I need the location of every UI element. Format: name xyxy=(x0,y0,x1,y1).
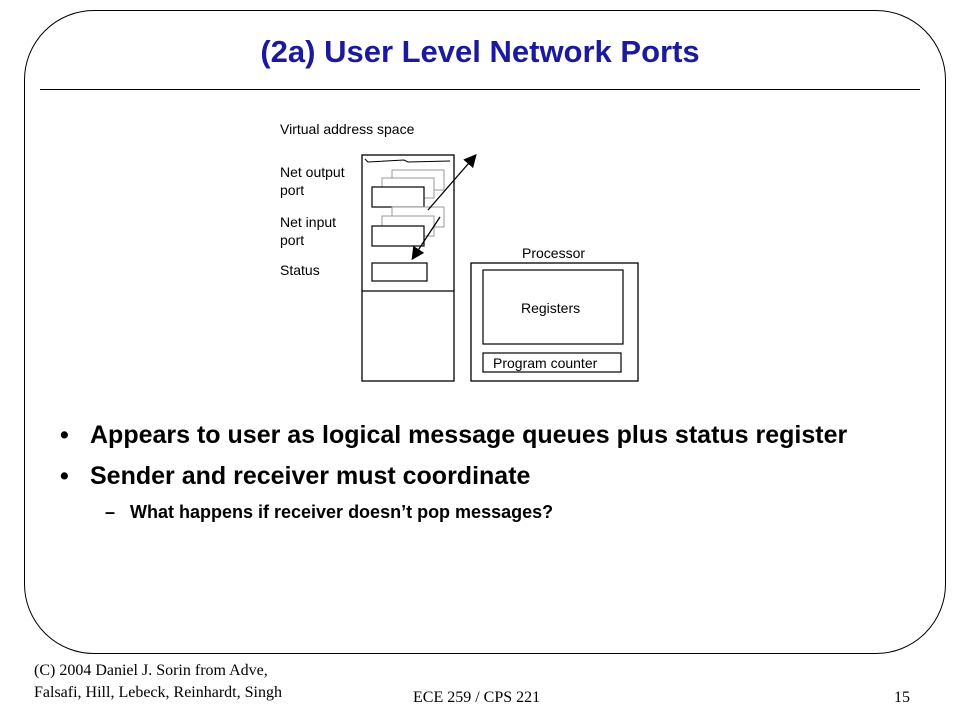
net-output-port-label-line2: port xyxy=(280,182,304,198)
program-counter-box xyxy=(482,352,622,373)
processor-box xyxy=(470,262,639,382)
slide-frame xyxy=(24,10,946,654)
bullet-marker: • xyxy=(60,421,69,449)
slide-title: (2a) User Level Network Ports xyxy=(260,34,700,69)
bullet-text: Appears to user as logical message queue… xyxy=(90,421,848,449)
bullet-item: • Appears to user as logical message que… xyxy=(60,420,920,451)
footer-course: ECE 259 / CPS 221 xyxy=(413,689,541,706)
net-input-port-label-line1: Net input xyxy=(280,214,336,230)
output-queue-front-slot xyxy=(371,186,425,208)
bullet-marker: • xyxy=(60,462,69,490)
bullet-item: • Sender and receiver must coordinate xyxy=(60,461,920,492)
footer-copyright: (C) 2004 Daniel J. Sorin from Adve, Fals… xyxy=(34,660,282,704)
input-arrow xyxy=(411,216,441,261)
net-output-port-label-line1: Net output xyxy=(280,164,345,180)
processor-label: Processor xyxy=(522,245,585,261)
sub-bullet-text: What happens if receiver doesn’t pop mes… xyxy=(130,502,554,522)
footer-copyright-line2: Falsafi, Hill, Lebeck, Reinhardt, Singh xyxy=(34,684,282,701)
footer-copyright-line1: (C) 2004 Daniel J. Sorin from Adve, xyxy=(34,662,268,679)
virtual-address-space-label: Virtual address space xyxy=(280,121,415,137)
input-queue-front-slot xyxy=(371,225,425,247)
program-counter-label: Program counter xyxy=(493,355,598,371)
virtual-address-space-box xyxy=(361,154,455,382)
registers-label: Registers xyxy=(521,300,580,316)
output-arrow xyxy=(427,154,477,211)
bullet-list: • Appears to user as logical message que… xyxy=(60,420,920,524)
sub-bullet-item: – What happens if receiver doesn’t pop m… xyxy=(60,500,920,524)
address-space-top-edge xyxy=(364,158,451,163)
sub-bullet-marker: – xyxy=(105,502,116,522)
registers-box xyxy=(482,269,624,345)
net-output-queue xyxy=(371,169,445,208)
net-input-port-label-line2: port xyxy=(280,232,304,248)
net-input-queue xyxy=(371,206,445,247)
page-number: 15 xyxy=(894,689,910,706)
status-register-box xyxy=(371,262,428,282)
title-divider xyxy=(40,89,920,90)
status-label: Status xyxy=(280,262,320,278)
bullet-text: Sender and receiver must coordinate xyxy=(90,462,531,490)
